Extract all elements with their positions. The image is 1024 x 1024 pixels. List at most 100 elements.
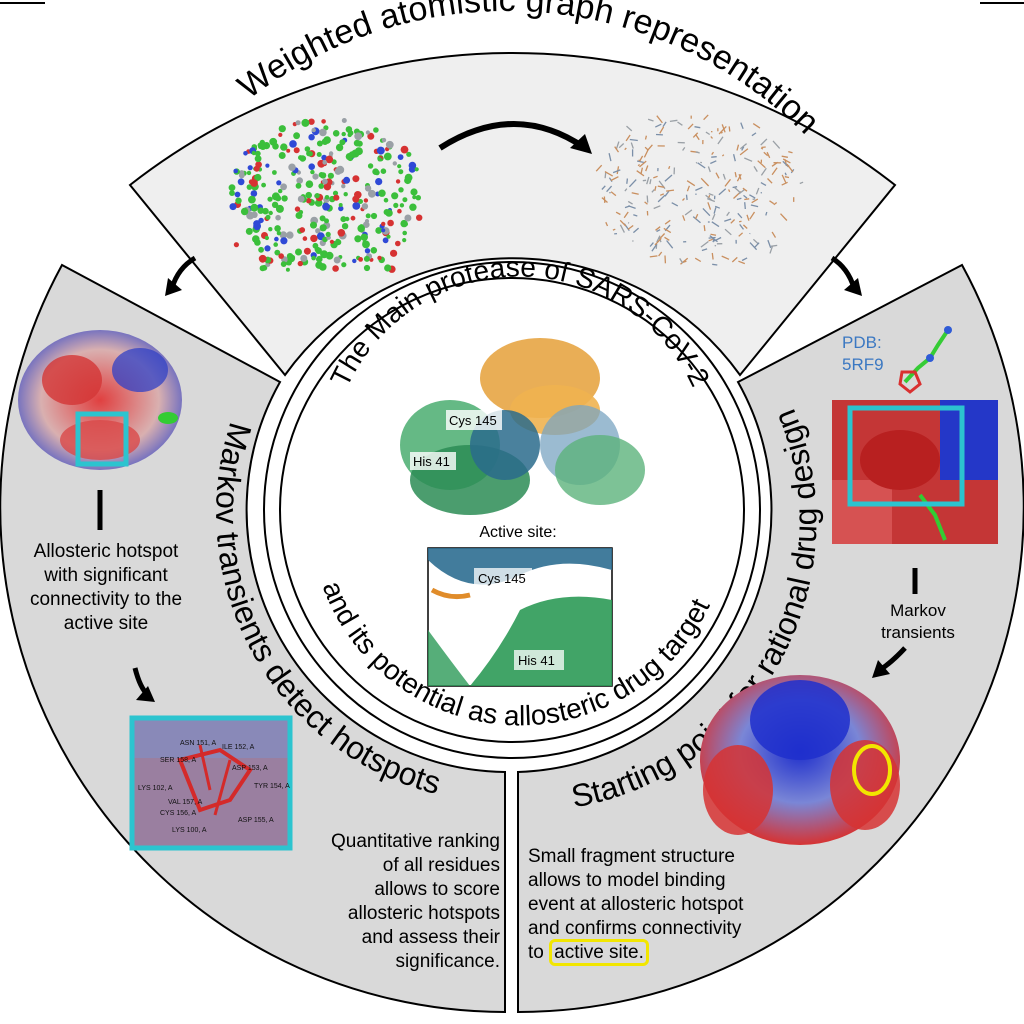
atom-sphere [251,211,258,218]
graph-edge [710,160,717,165]
atom-sphere [268,210,273,216]
atom-sphere [239,170,245,176]
graph-edge [754,242,760,248]
graph-edge [695,186,703,191]
atom-sphere [361,203,369,210]
atom-sphere [271,192,280,201]
graph-edge [615,211,621,216]
graph-edge [656,115,663,124]
graph-edge [623,211,629,219]
active-site-label: Active site: [479,524,556,541]
atom-sphere [383,152,392,161]
graph-edge [772,140,781,149]
atom-sphere [254,239,261,246]
graph-edge [659,193,665,196]
atom-sphere [286,231,294,239]
atom-sphere [318,183,325,189]
atom-sphere [360,233,368,241]
graph-edge [767,178,773,184]
graph-edge [715,172,720,179]
graph-edge [708,238,714,242]
residue-label: VAL 157, A [168,799,203,806]
markov-transients-label: Markov transients [866,600,970,644]
graph-edge [682,260,687,263]
atom-sphere [403,222,408,227]
atom-sphere [288,163,296,171]
graph-edge [711,252,714,260]
atom-sphere [338,205,344,212]
atom-sphere [308,118,315,125]
graph-edge [728,189,731,193]
left-down-arrow-head [136,686,155,702]
graph-edge [656,229,661,233]
atom-sphere [412,195,417,200]
his-label-bg [410,452,456,470]
graph-edge [684,209,693,216]
atom-sphere [327,172,334,179]
residue-zoom-frame [129,715,293,851]
hotspot-line-3: connectivity to the [29,589,183,610]
atom-sphere [280,143,288,151]
graph-edge [631,192,639,195]
graph-edge [679,258,684,264]
fragment-line-3: event at allosteric hotspot [528,894,744,915]
fragment-description: Small fragment structure allows to model… [528,845,788,966]
atom-sphere [261,182,266,188]
atom-sphere [343,192,348,197]
graph-edge [738,220,742,223]
atom-sphere [268,227,273,232]
arrow-to-left-panel-head [165,278,182,296]
atom-sphere [364,185,372,192]
graph-edge [744,202,746,210]
residue-label: ASP 155, A [238,817,274,824]
atom-sphere [338,203,343,207]
graph-edge [626,178,629,184]
graph-edge [685,194,688,201]
protease-cartoon-image [400,338,645,515]
graph-edge [633,214,638,217]
graph-edge [711,213,716,220]
graph-edge [711,156,717,158]
atom-sphere [354,132,363,141]
graph-edge [739,143,748,150]
arrow-to-left-panel [169,255,197,289]
graph-edge [771,167,778,176]
graph-edge [654,186,657,191]
atom-sphere [320,250,329,259]
atom-sphere [353,139,361,147]
atom-sphere [265,163,270,168]
graph-edge [671,202,679,207]
graph-edge [741,257,748,262]
atom-sphere [365,213,371,219]
graph-edge [601,185,606,190]
graph-edge [701,248,708,252]
atom-sphere [333,194,340,201]
graph-edge [647,118,654,122]
atom-sphere [316,140,323,147]
atom-sphere [293,132,300,140]
atom-sphere [308,134,315,141]
atom-sphere [237,178,245,186]
atom-sphere [340,216,347,223]
graph-edge [604,171,614,177]
graph-edge [741,146,745,151]
residue-zoom-image [132,718,290,848]
graph-edge [651,189,655,193]
graph-edge [610,191,617,197]
graph-edge [781,155,789,158]
atom-sphere [278,125,286,133]
graph-edge [784,176,790,179]
atom-sphere [254,173,262,182]
atom-sphere [404,214,412,222]
graph-edge [737,212,743,219]
graph-edge [627,224,634,230]
atom-sphere [310,169,315,175]
atom-sphere [298,210,304,215]
atom-sphere [274,249,281,256]
atom-sphere [259,265,266,272]
graph-edge [736,173,742,182]
atom-sphere [390,249,398,257]
graph-edge [664,174,673,182]
ranking-description: Quantitative ranking of all residues all… [292,830,500,974]
